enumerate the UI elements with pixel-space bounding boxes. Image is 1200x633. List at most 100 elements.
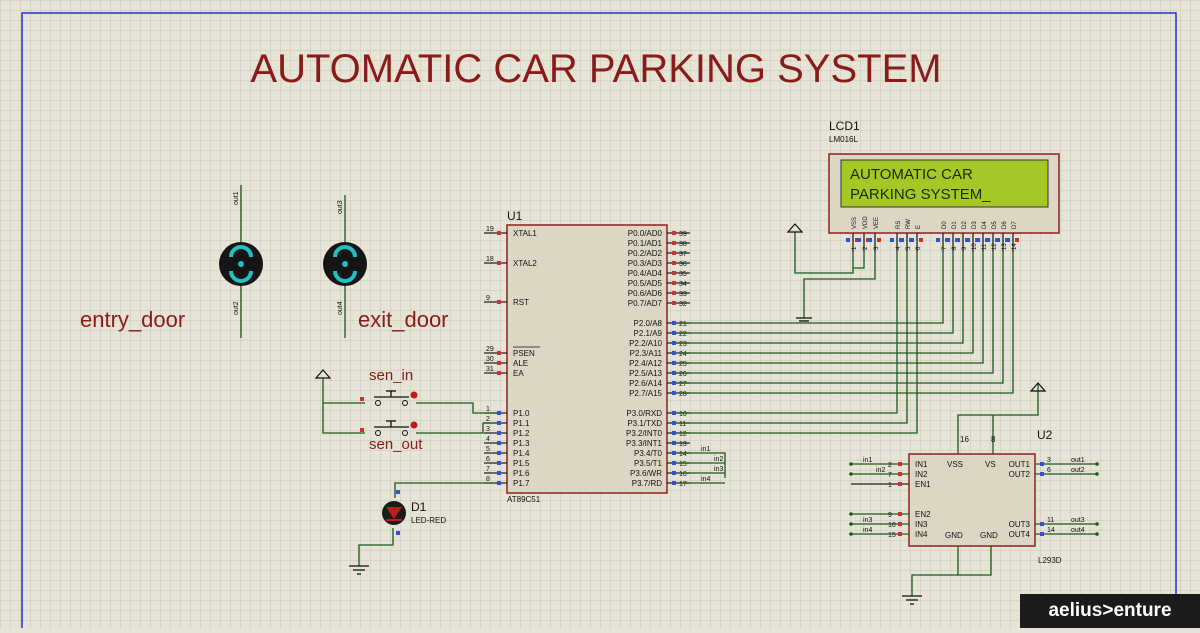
- lcd-line-1: AUTOMATIC CAR: [850, 166, 973, 183]
- mcu-pin-label: P1.3: [513, 439, 530, 448]
- lcd-pin-dot: [1015, 238, 1019, 242]
- lcd-pin-dot: [936, 238, 940, 242]
- mcu-pin-number: 37: [679, 251, 687, 258]
- mcu-pin-label: P0.4/AD4: [628, 269, 663, 278]
- driver-label-gnd-1: GND: [945, 531, 963, 540]
- mcu-pin-dot: [672, 271, 676, 275]
- lcd-pin-number: 9: [962, 246, 968, 250]
- exit-door-motor[interactable]: out3 out4 exit_door: [323, 195, 449, 338]
- lcd-pin-number: 12: [992, 243, 998, 250]
- mcu-pin-label: P0.0/AD0: [628, 229, 663, 238]
- lcd-supply-wires: [794, 232, 876, 318]
- driver-net-label: in2: [876, 467, 885, 474]
- driver-pin-label: IN2: [915, 470, 928, 479]
- mcu-pin-label: P1.0: [513, 409, 530, 418]
- mcu-pin-number: 31: [486, 366, 494, 373]
- lcd-pin-number: 7: [942, 246, 948, 250]
- mcu-pin-label: P1.6: [513, 469, 530, 478]
- driver-net-label: in3: [863, 517, 872, 524]
- mcu-pin-dot: [672, 261, 676, 265]
- driver-pin-dot: [1040, 522, 1044, 526]
- mcu-pin-label: P0.5/AD5: [628, 279, 663, 288]
- driver-pin-number: 11: [1047, 517, 1054, 524]
- mcu-pin-number: 35: [679, 271, 687, 278]
- mcu-pin-number: 34: [679, 281, 687, 288]
- mcu-pin-dot: [672, 461, 676, 465]
- driver-net-dot: [849, 512, 853, 516]
- driver-net-dot: [1095, 532, 1099, 536]
- lcd-pin-dot: [910, 238, 914, 242]
- p2-to-lcd-wires: [678, 252, 1014, 434]
- mcu-pin-number: 32: [679, 301, 687, 308]
- sen-in-switch[interactable]: sen_in: [360, 367, 418, 432]
- mcu-pin-dot: [672, 331, 676, 335]
- mcu-pin-number: 11: [679, 421, 686, 428]
- mcu-pin-number: 17: [679, 481, 687, 488]
- lcd-pin-label: D2: [962, 221, 968, 229]
- lcd-module[interactable]: LCD1 LM016L AUTOMATIC CAR PARKING SYSTEM…: [828, 119, 1060, 252]
- lcd-pin-label: VEE: [874, 217, 880, 229]
- mcu-pin-label: ALE: [513, 359, 528, 368]
- mcu-pin-label: P0.1/AD1: [628, 239, 663, 248]
- mcu-pin-dot: [672, 371, 676, 375]
- mcu-pin-label: P0.7/AD7: [628, 299, 663, 308]
- watermark-logo: aelius>enture: [1020, 594, 1200, 628]
- ground-symbol-led: [349, 565, 369, 575]
- mcu-pin-label: P1.1: [513, 419, 530, 428]
- net-label-in3: in3: [714, 466, 723, 473]
- lcd-pin-dot: [877, 238, 881, 242]
- mcu-pin-label: XTAL1: [513, 229, 537, 238]
- lcd-pin-label: RW: [906, 219, 912, 229]
- driver-net-label: out4: [1071, 527, 1085, 534]
- lcd-pin-number: 8: [952, 246, 958, 250]
- mcu-pin-dot: [672, 231, 676, 235]
- mcu-pin-dot: [672, 321, 676, 325]
- driver-net-dot: [1095, 472, 1099, 476]
- exit-motor-bottom-net: out4: [337, 301, 344, 315]
- mcu-pin-number: 19: [486, 226, 494, 233]
- mcu-pin-label: RST: [513, 298, 529, 307]
- mcu-pin-number: 9: [486, 295, 490, 302]
- sen-out-switch[interactable]: sen_out: [369, 420, 423, 453]
- mcu-pin-number: 14: [679, 451, 687, 458]
- mcu-pin-dot: [672, 451, 676, 455]
- mcu-pin-label: P2.6/A14: [629, 379, 662, 388]
- lcd-pin-dot: [890, 238, 894, 242]
- driver-pin-label: OUT3: [1009, 520, 1031, 529]
- net-label-in1: in1: [701, 446, 710, 453]
- lcd-pin-dot: [986, 238, 990, 242]
- entry-door-label: entry_door: [80, 307, 185, 332]
- mcu-pin-dot: [672, 441, 676, 445]
- lcd-pin-label: RS: [896, 221, 902, 229]
- mcu-pin-dot: [497, 421, 501, 425]
- mcu-pin-label: P0.6/AD6: [628, 289, 663, 298]
- sensor-switches[interactable]: sen_in sen_out: [314, 367, 496, 453]
- mcu-pin-label: P3.2/INT0: [626, 429, 663, 438]
- lcd-pin-number: 5: [906, 246, 912, 250]
- entry-door-motor[interactable]: out1 out2 entry_door: [80, 185, 263, 338]
- lcd-pin-label: D7: [1012, 221, 1018, 229]
- lcd-pin-dot: [1006, 238, 1010, 242]
- mcu-pin-number: 4: [486, 436, 490, 443]
- mcu-ref: U1: [507, 209, 523, 223]
- mcu-pin-number: 6: [486, 456, 490, 463]
- mcu-pin-label: P3.6/WR: [630, 469, 662, 478]
- mcu-pin-label: P3.7/RD: [632, 479, 662, 488]
- mcu-pin-label: P2.3/A11: [630, 349, 663, 358]
- mcu-pin-label: P0.2/AD2: [628, 249, 663, 258]
- page-title: AUTOMATIC CAR PARKING SYSTEM: [250, 47, 941, 91]
- driver-net-label: out3: [1071, 517, 1085, 524]
- driver-net-dot: [849, 462, 853, 466]
- led-indicator[interactable]: D1 LED-RED: [349, 482, 496, 575]
- lcd-pin-dot: [919, 238, 923, 242]
- mcu-pin-label: P1.7: [513, 479, 530, 488]
- driver-net-dot: [849, 472, 853, 476]
- driver-pin-label: OUT1: [1009, 460, 1031, 469]
- mcu-pin-number: 16: [679, 471, 687, 478]
- lcd-pin-dot: [900, 238, 904, 242]
- driver-pin-dot: [1040, 532, 1044, 536]
